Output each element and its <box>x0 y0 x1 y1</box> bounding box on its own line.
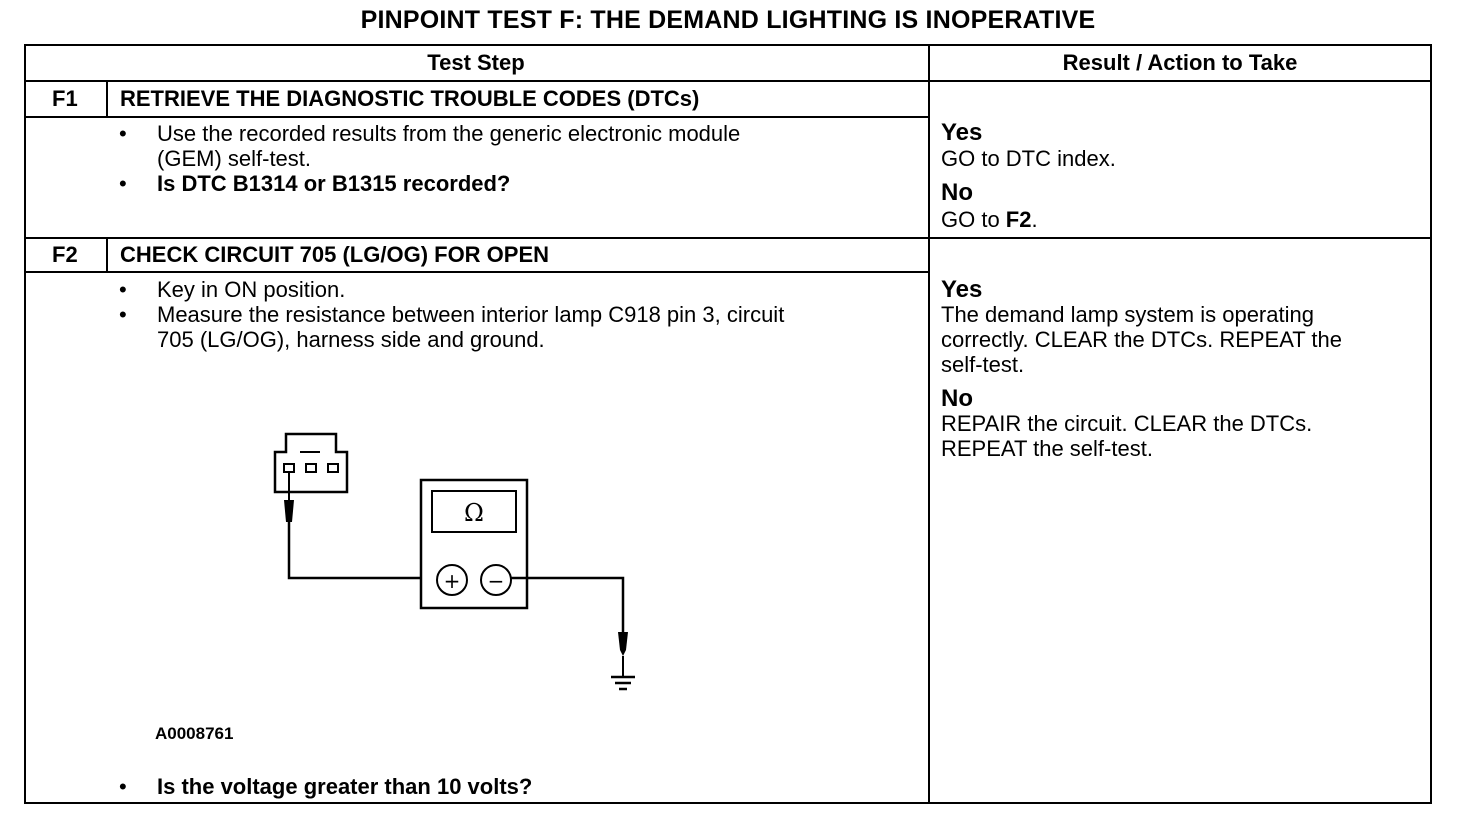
bullet-glyph: • <box>119 121 127 146</box>
f2-no-label: No <box>941 385 973 412</box>
f2-yes-text-line-2: correctly. CLEAR the DTCs. REPEAT the <box>941 327 1343 352</box>
header-divider <box>24 80 1432 82</box>
step-id-f1: F1 <box>52 86 78 111</box>
bullet-glyph: • <box>119 774 127 799</box>
ground-symbol-icon <box>611 675 635 691</box>
header-result-action: Result / Action to Take <box>1062 50 1298 75</box>
f1-no-text-prefix: GO to <box>941 207 1006 232</box>
f1-yes-label: Yes <box>941 119 983 146</box>
bullet-glyph: • <box>119 302 127 327</box>
row-divider <box>24 237 1432 239</box>
f1-id-divider <box>106 80 108 118</box>
f1-no-label: No <box>941 179 973 206</box>
ohmmeter-icon: Ω + − <box>419 478 529 610</box>
f1-no-text-suffix: . <box>1031 207 1038 232</box>
connector-c918-icon <box>273 432 349 494</box>
column-divider <box>928 44 930 804</box>
ohm-symbol: Ω <box>464 499 484 527</box>
f1-yes-text: GO to DTC index. <box>941 146 1116 171</box>
f1-no-link-f2[interactable]: F2 <box>1005 207 1032 232</box>
page-title: PINPOINT TEST F: THE DEMAND LIGHTING IS … <box>360 6 1096 34</box>
plus-symbol: + <box>444 569 461 593</box>
f2-final-question: Is the voltage greater than 10 volts? <box>157 774 533 799</box>
f2-bullet-2-line-2: 705 (LG/OG), harness side and ground. <box>157 327 545 352</box>
f2-yes-text-line-3: self-test. <box>941 352 1025 377</box>
table-border-right <box>1430 44 1432 804</box>
lead-wire-negative <box>511 576 625 632</box>
f1-bullet-2-question: Is DTC B1314 or B1315 recorded? <box>157 171 511 196</box>
header-test-step: Test Step <box>427 50 525 75</box>
f1-heading-divider <box>24 116 930 118</box>
f2-no-text-line-1: REPAIR the circuit. CLEAR the DTCs. <box>941 411 1313 436</box>
f2-no-text-line-2: REPEAT the self-test. <box>941 436 1153 461</box>
minus-terminal-icon <box>480 564 512 596</box>
bullet-glyph: • <box>119 277 127 302</box>
f2-bullet-1: Key in ON position. <box>157 277 346 302</box>
f1-bullet-1-line-2: (GEM) self-test. <box>157 146 312 171</box>
plus-terminal-icon <box>436 564 468 596</box>
test-probe-negative-icon <box>618 632 628 676</box>
table-border-bottom <box>24 802 1432 804</box>
table-border-top <box>24 44 1432 46</box>
step-heading-f2: CHECK CIRCUIT 705 (LG/OG) FOR OPEN <box>120 242 550 267</box>
bullet-glyph: • <box>119 171 127 196</box>
f1-no-text: GO to F2. <box>941 207 1038 232</box>
minus-symbol: − <box>488 569 505 593</box>
table-border-left <box>24 44 26 804</box>
f2-heading-divider <box>24 271 930 273</box>
f2-id-divider <box>106 237 108 273</box>
f2-bullet-2-line-1: Measure the resistance between interior … <box>157 302 785 327</box>
f2-yes-text-line-1: The demand lamp system is operating <box>941 302 1314 327</box>
lead-wire-positive <box>287 522 440 580</box>
f1-bullet-1-line-1: Use the recorded results from the generi… <box>157 121 741 146</box>
figure-id: A0008761 <box>155 724 234 743</box>
test-probe-positive-icon <box>284 472 294 522</box>
f2-yes-label: Yes <box>941 276 983 303</box>
step-heading-f1: RETRIEVE THE DIAGNOSTIC TROUBLE CODES (D… <box>120 86 700 111</box>
step-id-f2: F2 <box>52 242 78 267</box>
